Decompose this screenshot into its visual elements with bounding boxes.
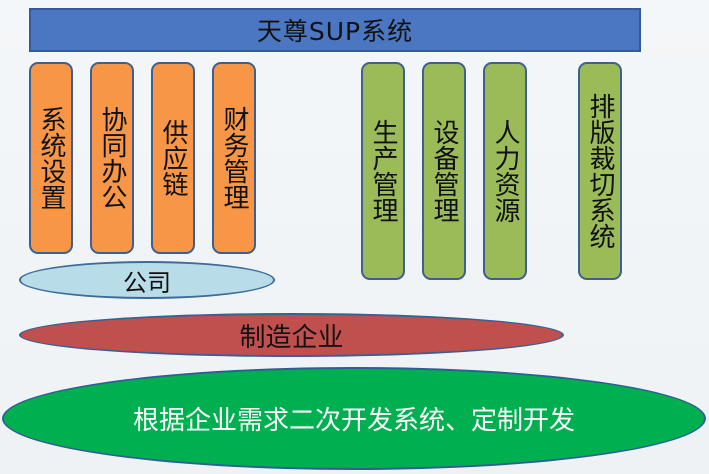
manufacturing-layer-label: 制造企业 — [239, 322, 344, 353]
module-system-settings: 系统设置 — [29, 62, 73, 254]
customization-layer-label: 根据企业需求二次开发系统、定制开发 — [132, 406, 575, 436]
module-label: 设备管理 — [429, 119, 459, 223]
manufacturing-layer-ellipse: 制造企业 — [19, 313, 564, 357]
module-label: 排版裁切系统 — [585, 93, 615, 249]
module-label: 供应链 — [158, 119, 188, 197]
module-label: 人力资源 — [490, 119, 520, 223]
module-equipment-management: 设备管理 — [422, 62, 466, 280]
module-financial-management: 财务管理 — [212, 62, 256, 254]
module-collaborative-office: 协同办公 — [90, 62, 134, 254]
module-layout-cutting-system: 排版裁切系统 — [578, 62, 622, 280]
customization-layer-ellipse: 根据企业需求二次开发系统、定制开发 — [2, 367, 706, 470]
module-production-management: 生产管理 — [361, 62, 405, 280]
module-human-resources: 人力资源 — [483, 62, 527, 280]
module-supply-chain: 供应链 — [151, 62, 195, 254]
system-title: 天尊SUP系统 — [256, 17, 414, 46]
system-title-banner: 天尊SUP系统 — [29, 8, 641, 52]
company-layer-ellipse: 公司 — [19, 261, 275, 299]
company-layer-label: 公司 — [123, 268, 171, 297]
module-label: 生产管理 — [368, 119, 398, 223]
module-label: 财务管理 — [219, 106, 249, 210]
module-label: 系统设置 — [36, 106, 66, 210]
module-label: 协同办公 — [97, 106, 127, 210]
